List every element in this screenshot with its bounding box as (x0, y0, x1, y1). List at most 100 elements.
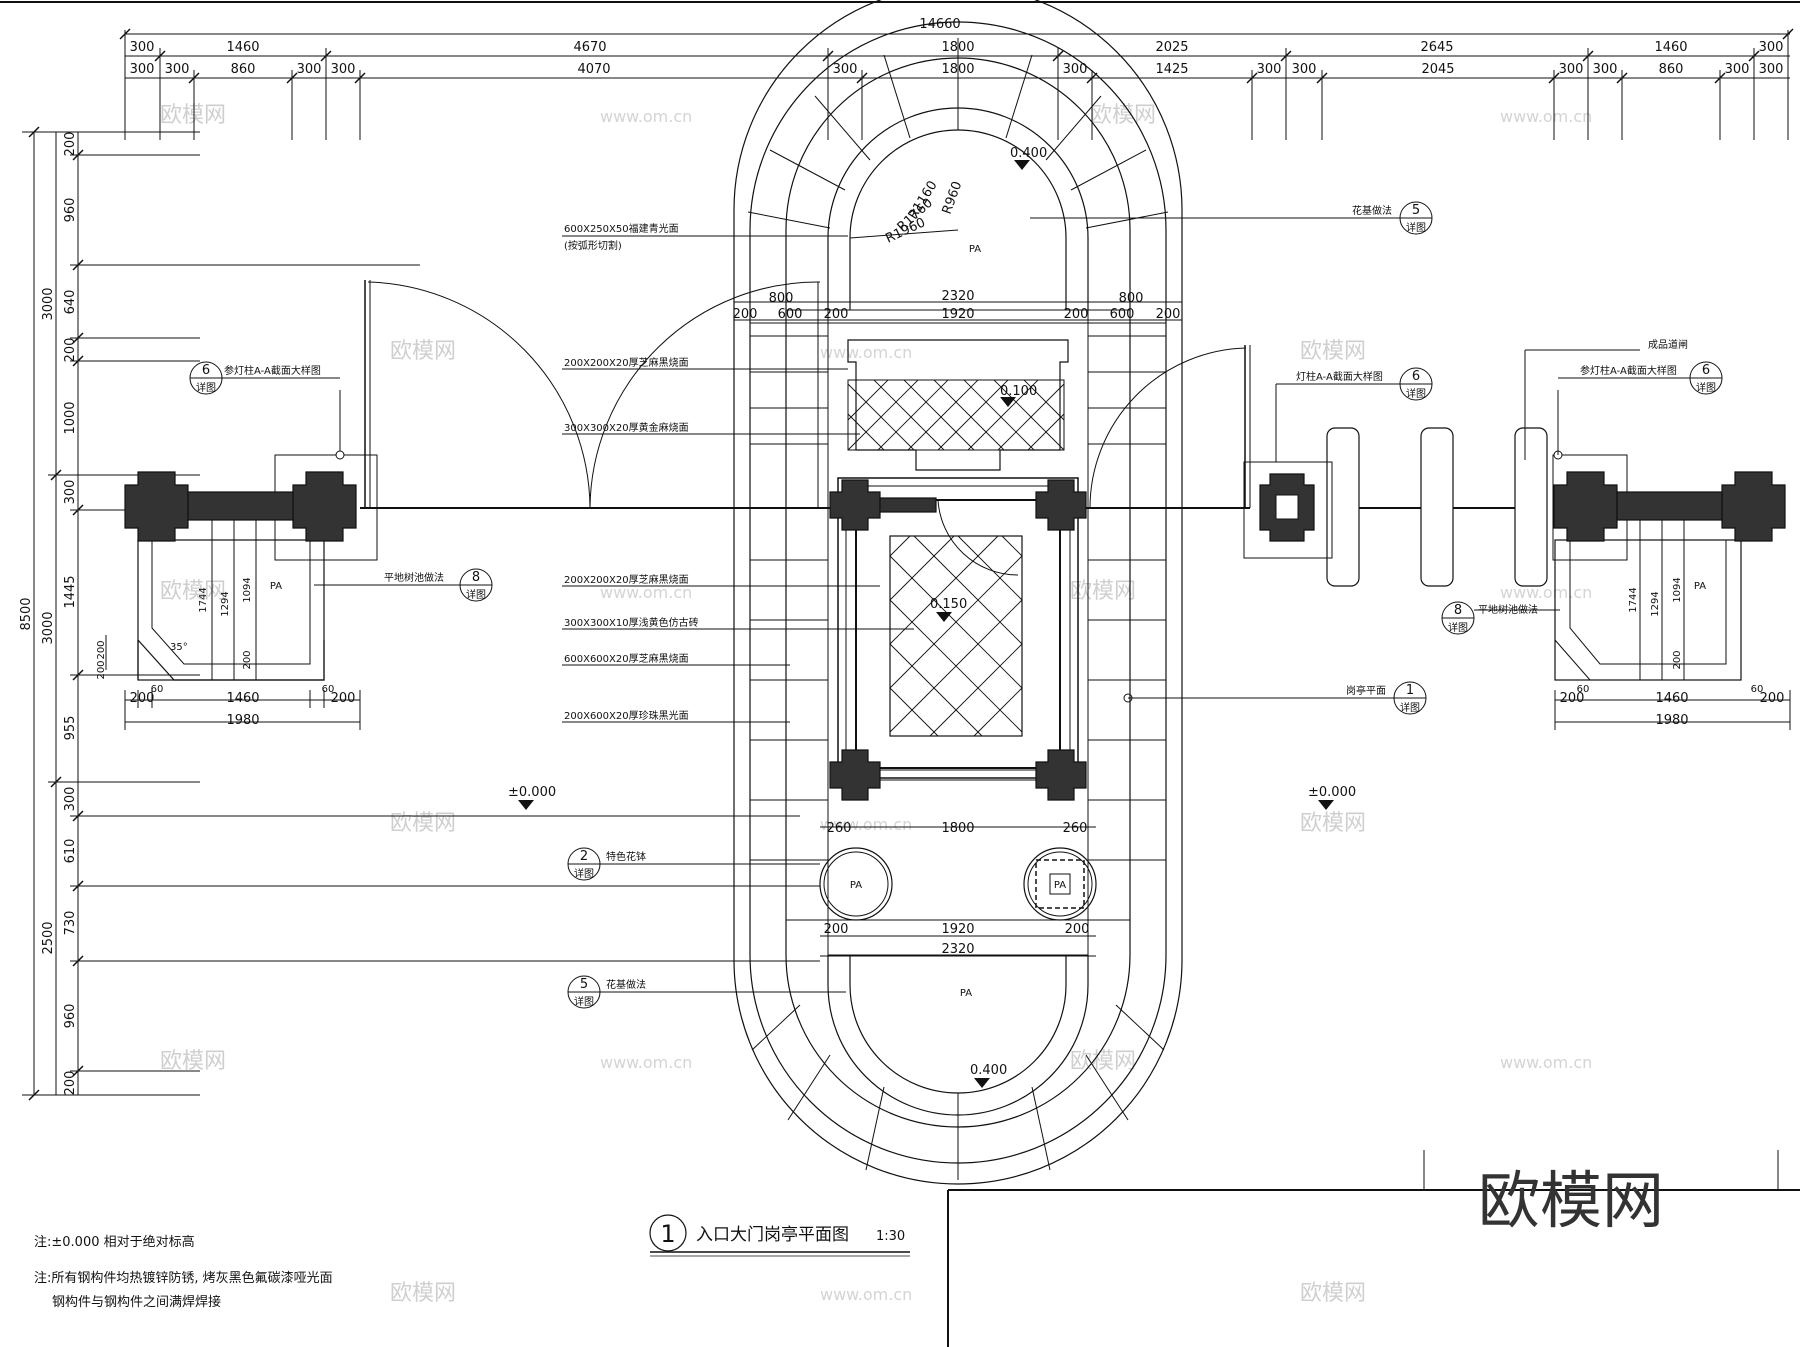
watermark-url: www.om.cn (820, 343, 912, 362)
dim-label: 2645 (1420, 40, 1453, 55)
watermark-logo: 欧模网 (390, 1281, 456, 1306)
dim-label: 200 (733, 307, 758, 322)
watermark-logo: 欧模网 (1300, 811, 1366, 836)
watermark-logo: 欧模网 (1090, 103, 1156, 128)
dim-label: 610 (63, 839, 78, 864)
callout-sub: 详图 (1448, 621, 1468, 634)
dim-label: 200 (331, 691, 356, 706)
dim-label: 2320 (941, 289, 974, 304)
callout-sub: 详图 (1400, 701, 1420, 714)
dim-label: 300 (63, 787, 78, 812)
dim-label: 200 (1560, 691, 1585, 706)
material-label: 300X300X10厚浅黄色仿古砖 (564, 616, 699, 629)
material-label: 300X300X20厚黄金麻烧面 (564, 421, 689, 434)
dim-label: 260 (827, 821, 852, 836)
dim-label: 1094 (1672, 577, 1683, 602)
elevation-label: 0.100 (1000, 384, 1037, 399)
dim-label: 600 (1110, 307, 1135, 322)
dim-label: 200 (824, 307, 849, 322)
island-pa-labels: PA PA PA PA (850, 244, 1066, 999)
elevation-label: 0.150 (930, 597, 967, 612)
dim-label: 1980 (226, 713, 259, 728)
dim-label: 300 (63, 480, 78, 505)
dim-label: 300 (1725, 62, 1750, 77)
callout-flowerpot-text: 特色花钵 (606, 850, 646, 863)
callout-lamp-right-num: 6 (1702, 363, 1710, 378)
callout-sub: 详图 (1406, 221, 1426, 234)
pa-label: PA (1054, 880, 1066, 891)
callout-lamp-right-text: 参灯柱A-A截面大样图 (1580, 364, 1677, 377)
callout-huaji-bottom-num: 5 (580, 977, 588, 992)
island-dimension-labels: 800 200 600 200 2320 1920 800 200 600 20… (733, 289, 1181, 957)
material-label: 600X600X20厚芝麻黑烧面 (564, 652, 689, 665)
watermark-logo: 欧模网 (390, 811, 456, 836)
callout-tree-right-text: 平地树池做法 (1478, 603, 1538, 616)
top-dimension-labels: 14660 300 1460 4670 1800 2025 2645 1460 … (130, 17, 1784, 77)
dim-label: 300 (1759, 62, 1784, 77)
dim-label: 200 (96, 660, 107, 679)
dim-label: 300 (165, 62, 190, 77)
dim-label: 1460 (1654, 40, 1687, 55)
dim-label: 300 (130, 62, 155, 77)
callout-tree-left-text: 平地树池做法 (384, 571, 444, 584)
dim-label: 800 (769, 291, 794, 306)
callout-kiosk-num: 1 (1406, 683, 1414, 698)
dim-label: 2025 (1155, 40, 1188, 55)
drawing-title: 入口大门岗亭平面图 (696, 1225, 849, 1245)
material-leaders (562, 235, 914, 723)
watermark-logo: 欧模网 (160, 1049, 226, 1074)
pier-angle: 35° (170, 642, 188, 653)
dim-label: 60 (151, 684, 164, 695)
elevation-markers: 0.400 0.100 0.150 ±0.000 ±0.000 0.400 (508, 146, 1356, 1088)
dim-label: 60 (1751, 684, 1764, 695)
callout-huaji-top-num: 5 (1412, 203, 1420, 218)
callout-barrier-text: 成品道闸 (1648, 338, 1688, 351)
dim-label: 2045 (1421, 62, 1454, 77)
material-label: 200X200X20厚芝麻黑烧面 (564, 573, 689, 586)
site-logo: 欧模网 (1478, 1164, 1664, 1237)
dim-label: 300 (833, 62, 858, 77)
dim-label: 200 (96, 640, 107, 659)
dim-label: 200 (1065, 922, 1090, 937)
dim-label: 960 (63, 1004, 78, 1029)
dim-label: 1460 (1655, 691, 1688, 706)
drawing-scale: 1:30 (876, 1229, 905, 1244)
callout-lamp-mid-text: 灯柱A-A截面大样图 (1296, 370, 1383, 383)
elevation-label: 0.400 (970, 1063, 1007, 1078)
dim-label: 1294 (1650, 591, 1661, 616)
dim-label: 300 (130, 40, 155, 55)
dim-label: 200 (130, 691, 155, 706)
watermark-url: www.om.cn (1500, 583, 1592, 602)
dim-label: 1094 (242, 577, 253, 602)
callout-lamp-mid-num: 6 (1412, 369, 1420, 384)
dim-label: 800 (1119, 291, 1144, 306)
dim-label: 200 (242, 650, 253, 669)
watermark-logo: 欧模网 (160, 103, 226, 128)
elevation-label: 0.400 (1010, 146, 1047, 161)
dim-label: 260 (1063, 821, 1088, 836)
pa-label: PA (969, 244, 981, 255)
dim-label: 4670 (573, 40, 606, 55)
callout-sub: 详图 (466, 588, 486, 601)
dim-label: 60 (1577, 684, 1590, 695)
dim-label: 960 (63, 198, 78, 223)
material-label: 200X200X20厚芝麻黑烧面 (564, 356, 689, 369)
watermark-logo: 欧模网 (1300, 1281, 1366, 1306)
watermark-logo: 欧模网 (160, 579, 226, 604)
note-line: 钢构件与钢构件之间满焊焊接 (52, 1294, 221, 1310)
dim-label: 300 (1063, 62, 1088, 77)
material-label: 200X600X20厚珍珠黑光面 (564, 709, 689, 722)
dim-label: 1294 (220, 591, 231, 616)
dim-label: 200 (824, 922, 849, 937)
watermark-url: www.om.cn (1500, 107, 1592, 126)
gate-swing (360, 280, 1251, 509)
callout-tree-left-num: 8 (472, 570, 480, 585)
dim-label: 1445 (63, 575, 78, 608)
watermark-logo: 欧模网 (1070, 579, 1136, 604)
dim-label: 730 (63, 911, 78, 936)
callout-huaji-top-text: 花基做法 (1352, 204, 1392, 217)
dim-label: 955 (63, 716, 78, 741)
dim-label: 2500 (41, 921, 56, 954)
dim-label: 300 (331, 62, 356, 77)
